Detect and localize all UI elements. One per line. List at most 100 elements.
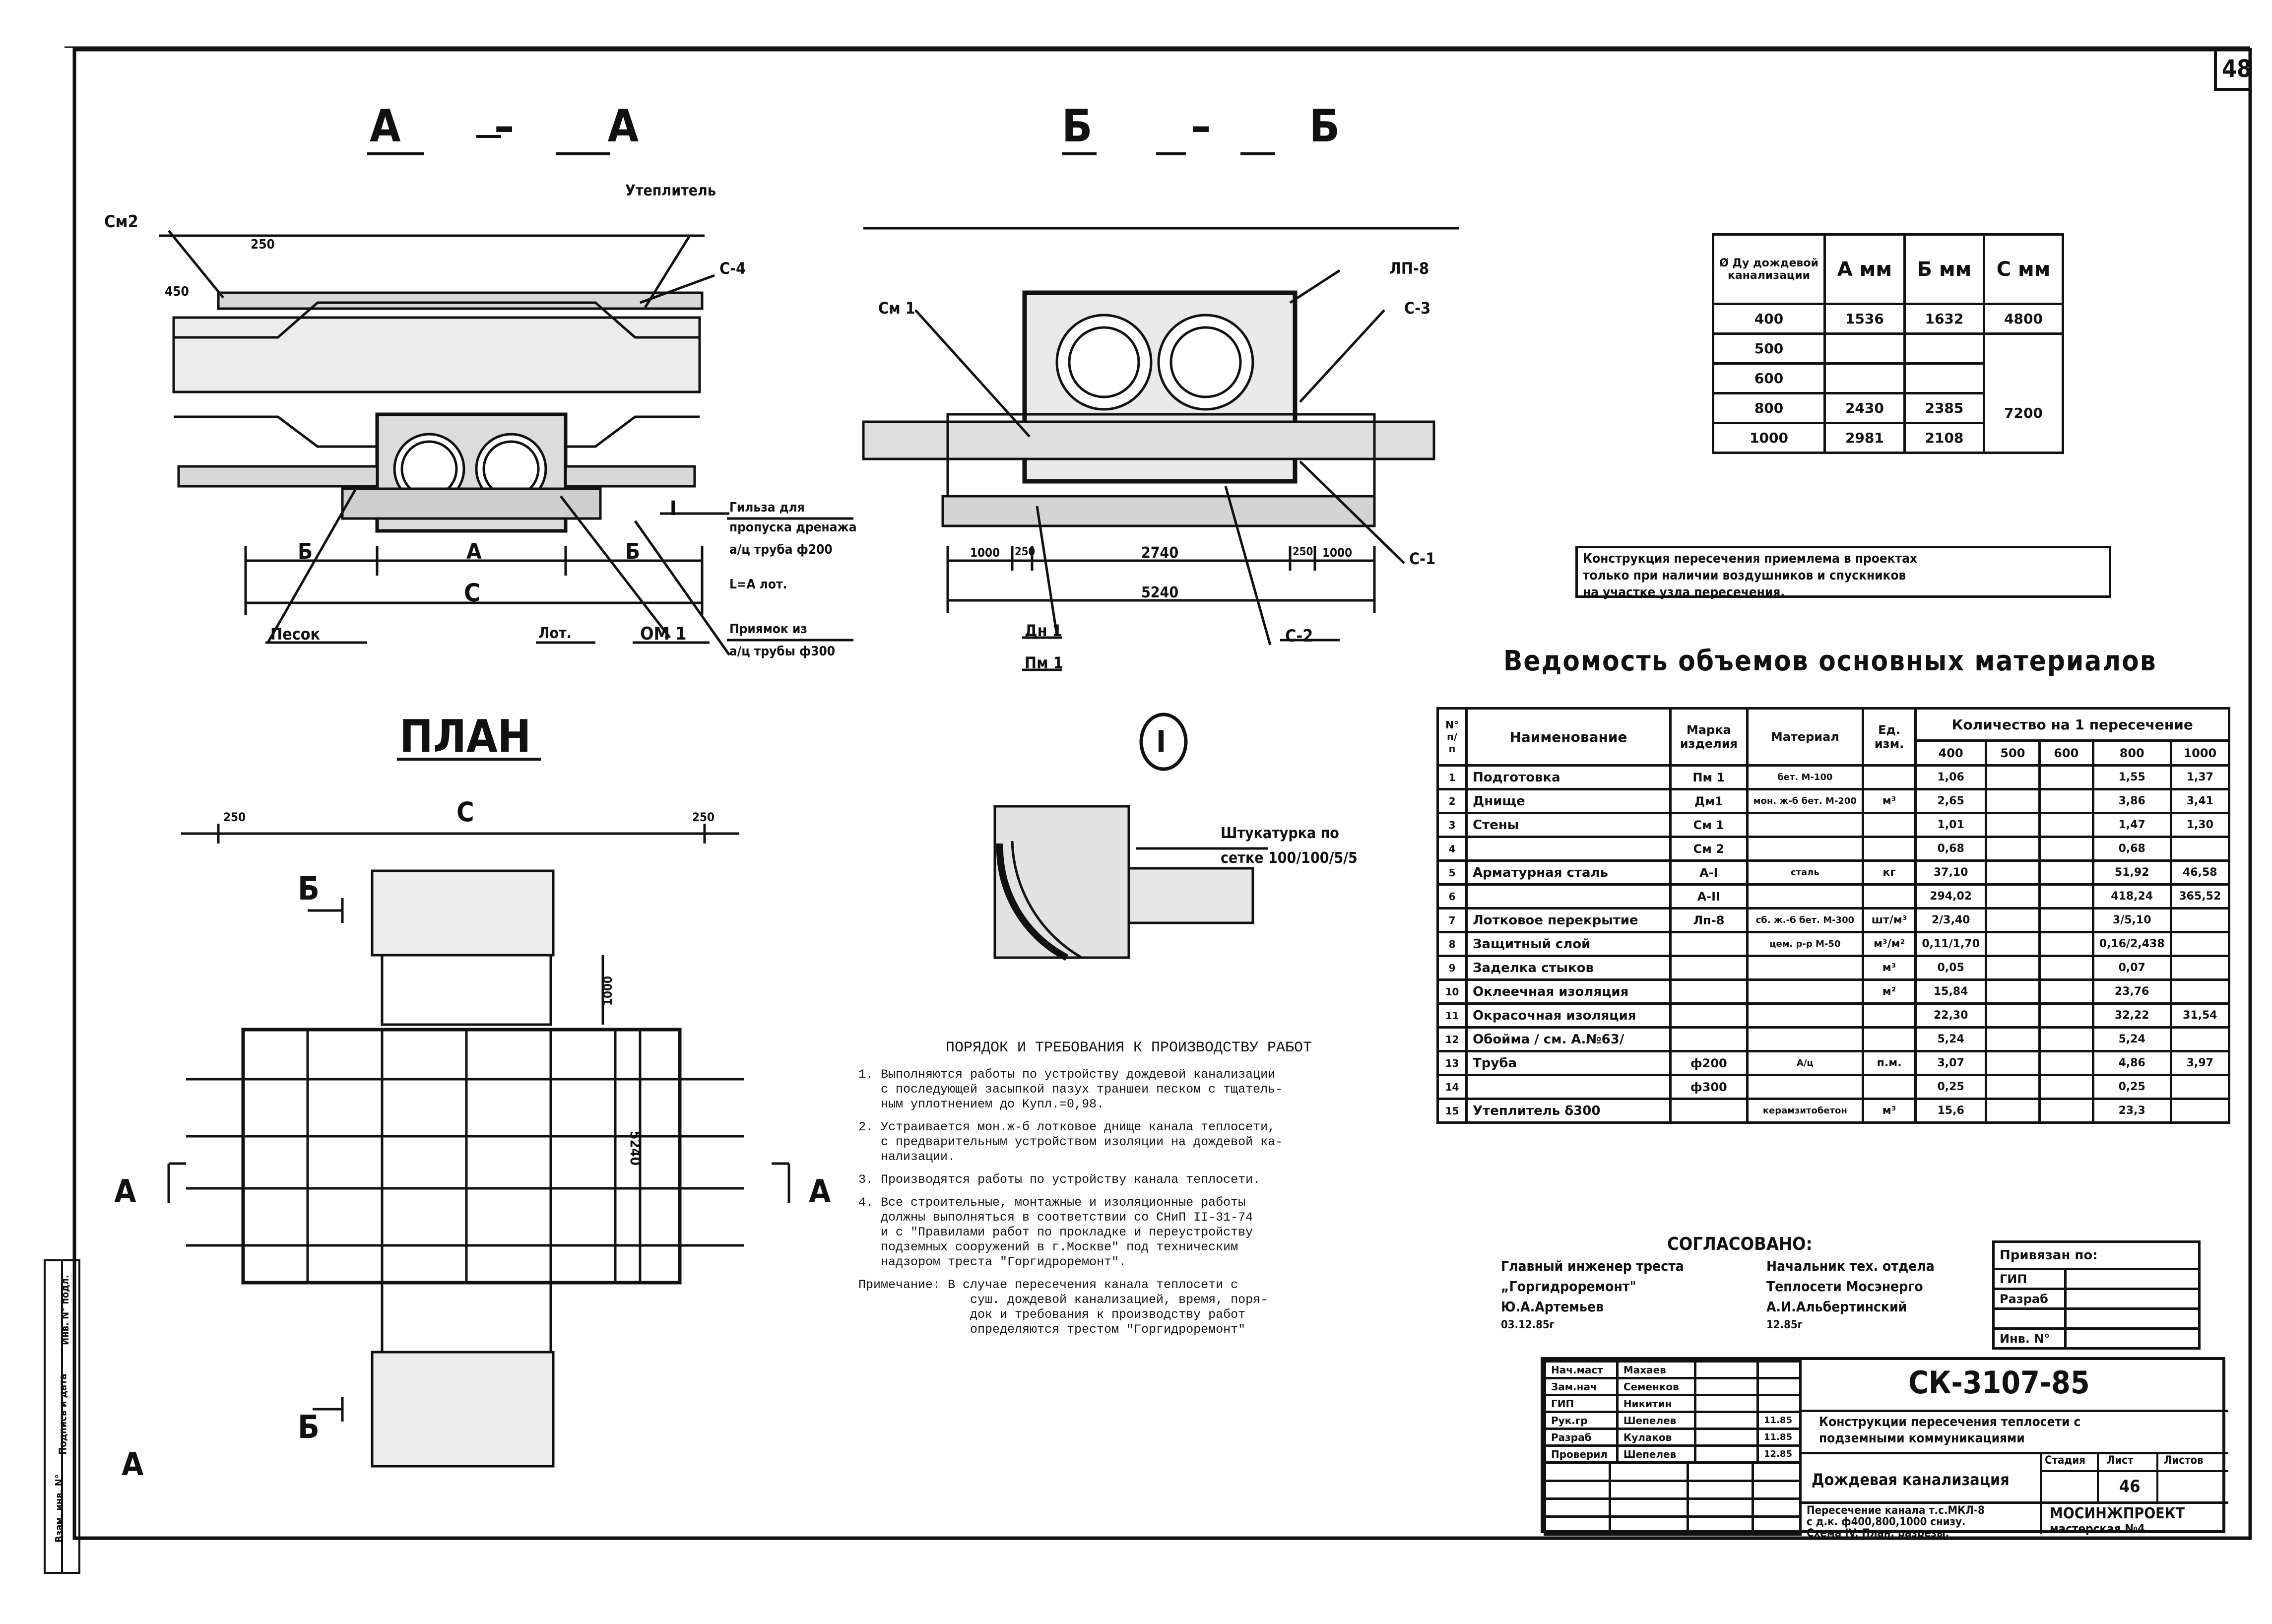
work-order-line: 3. Производятся работы по устройству кан…	[858, 1172, 1261, 1187]
section-name: Дождевая канализация	[1812, 1470, 2010, 1489]
mat-cell-q1000: 46,58	[2169, 859, 2231, 886]
mat-cell-q400: 22,30	[1914, 1002, 1987, 1029]
mat-cell-mark	[1669, 978, 1749, 1005]
mat-cell-material	[1746, 955, 1864, 981]
mat-cell-name: Утеплитель δ300	[1465, 1098, 1672, 1124]
label-roman-i: I	[670, 497, 677, 520]
label-c1: С-1	[1409, 549, 1436, 568]
work-order-line: 4. Все строительные, монтажные и изоляци…	[858, 1195, 1246, 1210]
mat-cell-q1000: 31,54	[2169, 1002, 2231, 1029]
sleeve-note-4: L=A лот.	[729, 577, 787, 592]
stamp-a: А	[122, 1446, 144, 1483]
staff-date	[1756, 1377, 1802, 1396]
label-insulation: Утеплитель	[625, 182, 716, 199]
mat-cell-mark: А-I	[1669, 859, 1749, 886]
binding-inv: Инв. N°	[1992, 1327, 2067, 1350]
description-2: подземными коммуникациями	[1819, 1431, 2025, 1446]
cut-a-right: А	[809, 1173, 831, 1210]
mat-cell-material: цем. р-р М-50	[1746, 931, 1864, 957]
mat-cell-unit	[1861, 812, 1917, 838]
mat-cell-q1000	[2169, 978, 2231, 1005]
mat-header-unit: Ед. изм.	[1861, 707, 1917, 767]
sheet-index: 46	[2119, 1477, 2141, 1496]
approval-right: Начальник тех. отдела Теплосети Мосэнерг…	[1766, 1258, 1995, 1331]
work-order-item: 2. Устраивается мон.ж-б лотковое днище к…	[858, 1120, 1399, 1165]
mat-cell-q400: 15,84	[1914, 978, 1987, 1005]
mat-cell-name: Обойма / см. А.№63/	[1465, 1026, 1672, 1052]
mat-cell-q1000	[2169, 907, 2231, 933]
sheet-caption-2: с д.к. ф400,800,1000 снизу.	[1807, 1516, 1966, 1528]
label-dim-450: 450	[165, 284, 189, 299]
approval-left-2: „Горгидроремонт"	[1501, 1278, 1636, 1295]
staff-signature	[1694, 1428, 1759, 1447]
sheet-header: Лист	[2107, 1454, 2134, 1467]
mat-cell-material: А/ц	[1746, 1050, 1864, 1076]
mat-size-header: 400	[1914, 739, 1987, 767]
dim-a: А	[466, 539, 482, 564]
dim-cell: 400	[1712, 303, 1826, 335]
work-order-title: ПОРЯДОК И ТРЕБОВАНИЯ К ПРОИЗВОДСТВУ РАБО…	[945, 1039, 1312, 1056]
mat-cell-unit	[1861, 836, 1917, 862]
mat-cell-q800: 23,3	[2091, 1098, 2172, 1124]
mat-cell-n: 12	[1436, 1026, 1468, 1052]
note-line-3: на участке узла пересечения.	[1583, 585, 1785, 600]
mat-cell-q800: 0,16/2,438	[2091, 931, 2172, 957]
mat-cell-material	[1746, 978, 1864, 1005]
binding-box: Привязан по: ГИП Разраб Инв. N°	[1992, 1240, 2201, 1350]
staff-role: Рук.гр	[1544, 1411, 1619, 1430]
dim-table-header-a: А мм	[1823, 233, 1906, 305]
mat-cell-unit: м²	[1861, 978, 1917, 1005]
work-order-line: с предварительным устройством изоляции н…	[881, 1135, 1283, 1149]
work-order-line: подземных сооружений в г.Москве" под тех…	[881, 1240, 1238, 1254]
work-order-note: Примечание: В случае пересечения канала …	[858, 1278, 1399, 1337]
mat-cell-q400: 2/3,40	[1914, 907, 1987, 933]
mat-cell-mark: Пм 1	[1669, 764, 1749, 790]
mat-cell-q800: 51,92	[2091, 859, 2172, 886]
side-stamp-sign: Подпись и дата	[57, 1373, 69, 1455]
mat-cell-n: 5	[1436, 859, 1468, 886]
staff-date: 12.85	[1756, 1444, 1802, 1464]
mat-header-qty: Количество на 1 пересечение	[1914, 707, 2230, 742]
mat-cell-q1000	[2169, 836, 2231, 862]
mat-cell-mark	[1669, 955, 1749, 981]
mat-cell-q400: 1,01	[1914, 812, 1987, 838]
cut-b-bottom: Б	[298, 1409, 320, 1446]
sleeve-note-1: Гильза для	[729, 500, 805, 515]
mat-cell-mark: ф200	[1669, 1050, 1749, 1076]
mat-cell-n: 6	[1436, 883, 1468, 909]
mat-cell-q400: 1,06	[1914, 764, 1987, 790]
mat-cell-name: Труба	[1465, 1050, 1672, 1076]
mat-size-header: 1000	[2169, 739, 2231, 767]
mat-cell-q800: 5,24	[2091, 1026, 2172, 1052]
label-cm2: См2	[104, 212, 138, 232]
note-box: Конструкция пересечения приемлема в прое…	[1575, 546, 2111, 600]
dim-cell: 1000	[1712, 422, 1826, 454]
mat-cell-q800: 23,76	[2091, 978, 2172, 1005]
mat-cell-n: 15	[1436, 1098, 1468, 1124]
label-lp8: ЛП-8	[1389, 259, 1429, 278]
staff-signature	[1694, 1394, 1759, 1413]
mat-cell-name: Заделка стыков	[1465, 955, 1672, 981]
mat-cell-unit	[1861, 1002, 1917, 1029]
label-dim-250: 250	[251, 237, 275, 252]
mat-cell-material	[1746, 1074, 1864, 1100]
plan-dim-250-left: 250	[223, 810, 246, 824]
dim-cell: 2430	[1823, 392, 1906, 424]
section-aa-title: А – А	[370, 100, 679, 152]
approval-left-1: Главный инженер треста	[1501, 1258, 1684, 1274]
mat-cell-material	[1746, 1002, 1864, 1029]
mat-cell-q800: 3/5,10	[2091, 907, 2172, 933]
mat-cell-q1000: 365,52	[2169, 883, 2231, 909]
mat-cell-unit	[1861, 764, 1917, 790]
dim-cell: 600	[1712, 362, 1826, 394]
mat-cell-n: 7	[1436, 907, 1468, 933]
mat-cell-name: Днище	[1465, 788, 1672, 814]
mat-cell-n: 13	[1436, 1050, 1468, 1076]
